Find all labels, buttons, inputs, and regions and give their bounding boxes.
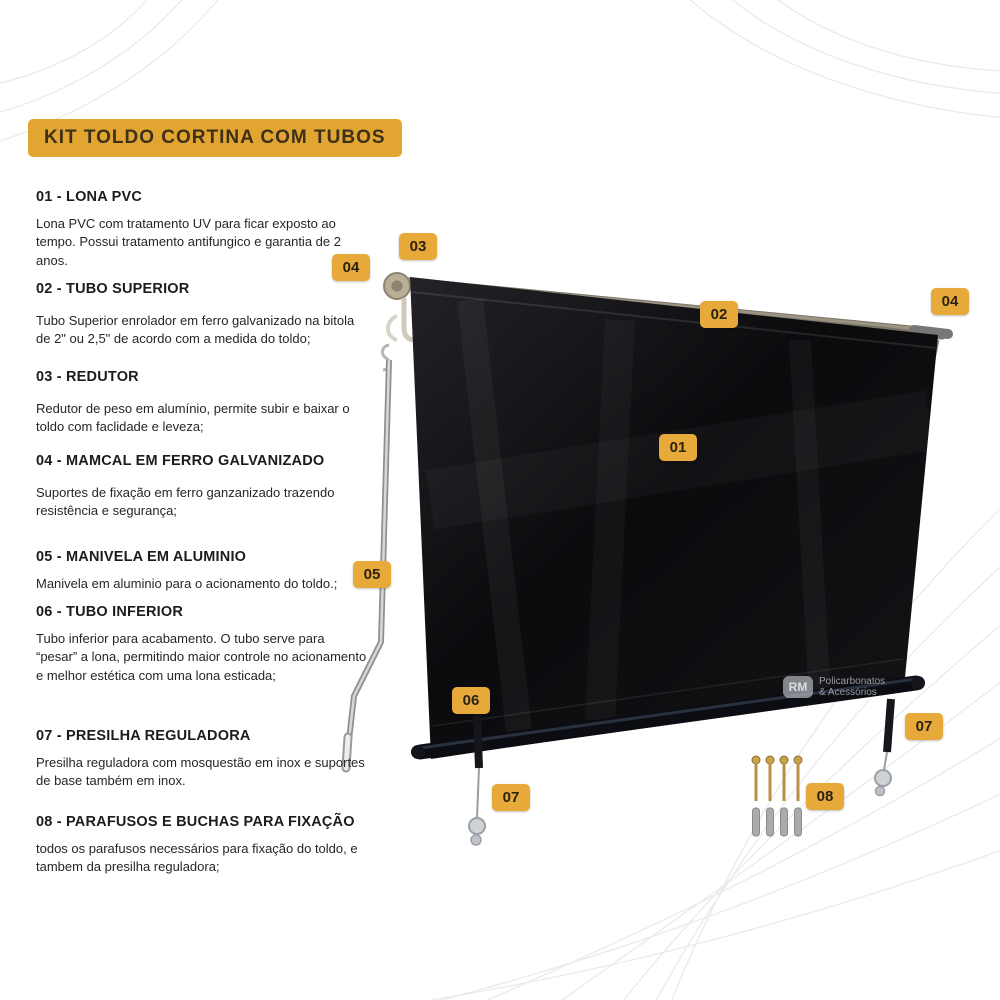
item-heading: 05 - MANIVELA EM ALUMINIO bbox=[36, 549, 247, 565]
item-body: Tubo Superior enrolador em ferro galvani… bbox=[36, 312, 355, 347]
item-body: Presilha reguladora com mosquestão em in… bbox=[36, 754, 365, 789]
brand-logo-icon: RM bbox=[783, 676, 813, 698]
item-body: Manivela em aluminio para o acionamento … bbox=[36, 575, 338, 591]
item-presilha: 07 - PRESILHA REGULADORA Presilha regula… bbox=[36, 727, 368, 791]
item-lona-pvc: 01 - LONA PVC Lona PVC com tratamento UV… bbox=[36, 188, 368, 271]
item-body: Redutor de peso em alumínio, permite sub… bbox=[36, 400, 350, 435]
brand-line2: & Acessórios bbox=[819, 687, 877, 698]
callout-badge-05: 05 bbox=[353, 561, 391, 588]
left-strap-pulley bbox=[468, 712, 486, 846]
item-heading: 04 - MAMCAL EM FERRO GALVANIZADO bbox=[36, 453, 325, 469]
callout-badge-07-left: 07 bbox=[492, 784, 530, 811]
item-heading: 08 - PARAFUSOS E BUCHAS PARA FIXAÇÃO bbox=[36, 814, 355, 830]
item-heading: 01 - LONA PVC bbox=[36, 189, 142, 205]
callout-badge-08: 08 bbox=[806, 783, 844, 810]
item-heading: 02 - TUBO SUPERIOR bbox=[36, 281, 190, 297]
item-manivela: 05 - MANIVELA EM ALUMINIO Manivela em al… bbox=[36, 548, 368, 593]
reducer-cap bbox=[383, 272, 411, 300]
page-title: KIT TOLDO CORTINA COM TUBOS bbox=[28, 119, 402, 157]
item-tubo-inferior: 06 - TUBO INFERIOR Tubo inferior para ac… bbox=[36, 603, 368, 686]
item-body: Lona PVC com tratamento UV para ficar ex… bbox=[36, 215, 341, 269]
item-redutor: 03 - REDUTOR Redutor de peso em alumínio… bbox=[36, 368, 368, 437]
item-heading: 07 - PRESILHA REGULADORA bbox=[36, 728, 251, 744]
tarp bbox=[410, 277, 938, 759]
right-strap-pulley bbox=[874, 698, 895, 797]
left-bracket bbox=[386, 298, 414, 343]
callout-badge-04-left: 04 bbox=[332, 254, 370, 281]
brand-line1: Policarbonatos bbox=[819, 676, 886, 687]
item-parafusos: 08 - PARAFUSOS E BUCHAS PARA FIXAÇÃO tod… bbox=[36, 813, 368, 877]
callout-badge-02: 02 bbox=[700, 301, 738, 328]
callout-badge-07-right: 07 bbox=[905, 713, 943, 740]
item-heading: 03 - REDUTOR bbox=[36, 369, 139, 385]
callout-badge-06: 06 bbox=[452, 687, 490, 714]
item-tubo-superior: 02 - TUBO SUPERIOR Tubo Superior enrolad… bbox=[36, 280, 368, 349]
item-body: todos os parafusos necessários para fixa… bbox=[36, 840, 358, 875]
item-heading: 06 - TUBO INFERIOR bbox=[36, 604, 183, 620]
brand-watermark: RM Policarbonatos & Acessórios bbox=[783, 676, 885, 698]
bottom-tube bbox=[411, 675, 925, 760]
screws-and-plugs bbox=[751, 755, 803, 837]
item-mamcal: 04 - MAMCAL EM FERRO GALVANIZADO Suporte… bbox=[36, 452, 368, 521]
callout-badge-03: 03 bbox=[399, 233, 437, 260]
item-body: Tubo inferior para acabamento. O tubo se… bbox=[36, 630, 367, 684]
callout-badge-04-right: 04 bbox=[931, 288, 969, 315]
item-body: Suportes de fixação em ferro ganzanizado… bbox=[36, 484, 335, 519]
callout-badge-01: 01 bbox=[659, 434, 697, 461]
crank-handle bbox=[341, 343, 392, 773]
